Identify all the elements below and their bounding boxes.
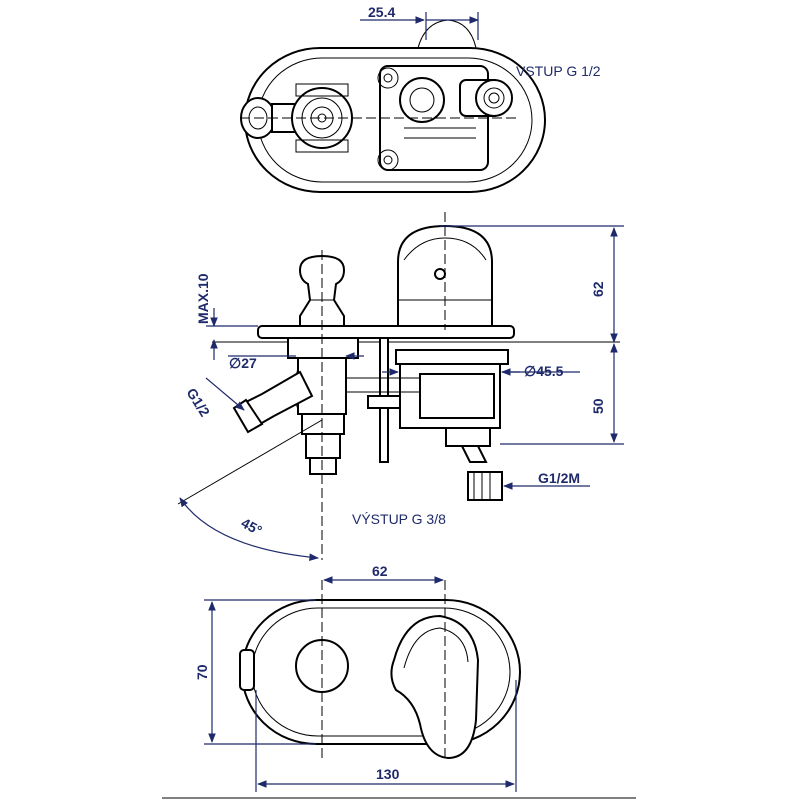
label-g12-left: G1/2 [183,385,213,419]
label-angle-45: 45° [239,515,265,539]
dim-50: 50 [590,398,606,414]
label-max10: MAX.10 [195,273,211,324]
dim-62-right: 62 [590,281,606,297]
front-view [162,576,636,799]
side-view [177,212,624,561]
dim-70: 70 [194,664,210,680]
label-dia-45-5: ∅45.5 [524,363,564,379]
dim-25-4: 25.4 [368,4,395,20]
top-view [240,12,546,193]
label-g12m: G1/2M [538,470,580,486]
dim-130: 130 [376,766,400,782]
label-dia-27: ∅27 [229,355,257,371]
label-inlet: VSTUP G 1/2 [516,63,601,79]
label-outlet: VÝSTUP G 3/8 [352,511,446,527]
dim-62-top: 62 [372,563,388,579]
